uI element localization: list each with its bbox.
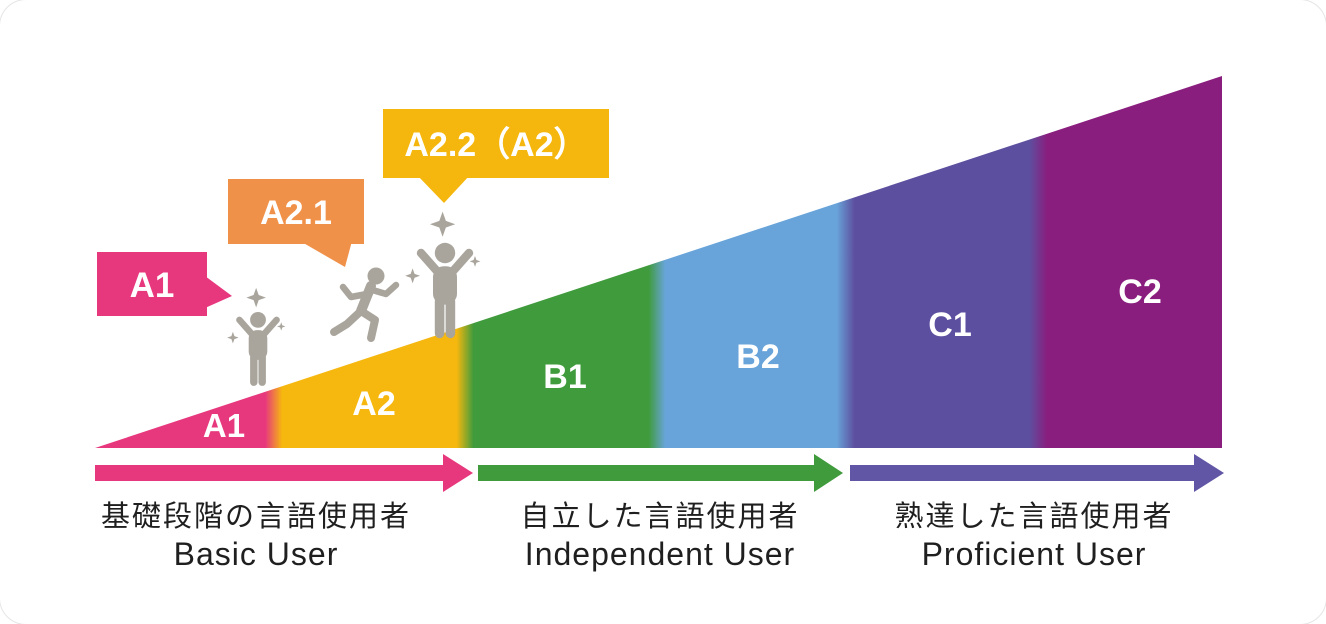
proficient-user-arrow bbox=[850, 454, 1224, 492]
wedge-label-b2: B2 bbox=[736, 338, 779, 376]
stage-caption-independent: 自立した言語使用者 Independent User bbox=[520, 500, 799, 572]
stage-caption-proficient-en: Proficient User bbox=[922, 536, 1147, 572]
stage-caption-independent-en: Independent User bbox=[525, 536, 795, 572]
cheering-person-icon bbox=[227, 288, 285, 382]
stage-caption-basic: 基礎段階の言語使用者 Basic User bbox=[101, 500, 411, 572]
running-person-icon bbox=[334, 268, 396, 339]
wedge-label-c2: C2 bbox=[1118, 273, 1161, 311]
cheering-person-icon bbox=[405, 212, 480, 334]
wedge-label-c1: C1 bbox=[928, 306, 971, 344]
stage-caption-proficient: 熟達した言語使用者 Proficient User bbox=[894, 500, 1173, 572]
callout-a1: A1 bbox=[97, 252, 232, 316]
callout-a2-2-label: A2.2（A2） bbox=[404, 125, 587, 164]
level-wedge bbox=[95, 76, 1222, 448]
independent-user-arrow bbox=[478, 454, 843, 492]
callout-a2-1-label: A2.1 bbox=[260, 194, 332, 232]
stage-caption-independent-jp: 自立した言語使用者 bbox=[520, 500, 799, 533]
stage-caption-basic-jp: 基礎段階の言語使用者 bbox=[101, 500, 411, 533]
stage-caption-proficient-jp: 熟達した言語使用者 bbox=[894, 500, 1173, 533]
wedge-label-b1: B1 bbox=[543, 358, 586, 396]
stage-caption-basic-en: Basic User bbox=[174, 536, 339, 572]
callout-a2-1: A2.1 bbox=[228, 179, 364, 267]
wedge-label-a2: A2 bbox=[352, 385, 395, 423]
basic-user-arrow bbox=[95, 454, 473, 492]
wedge-label-a1: A1 bbox=[203, 407, 245, 444]
callout-a2-2: A2.2（A2） bbox=[383, 109, 609, 203]
callout-a1-label: A1 bbox=[130, 266, 175, 305]
